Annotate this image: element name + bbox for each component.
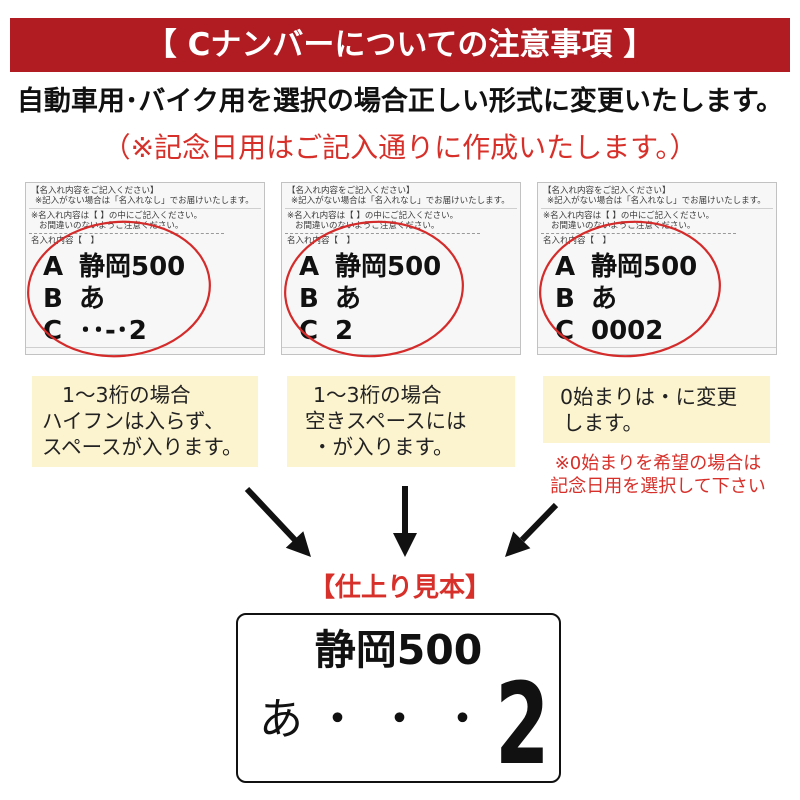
entry-value: 静岡500 [591,252,698,282]
license-plate-sample: 静岡500 あ ・ ・ ・ 2 [236,613,561,783]
intro-note: （※記念日用はご記入通りに作成いたします。） [102,131,698,164]
entry-key: A [43,252,64,282]
form-note: ※記入がない場合は「名入れなし」でお届けいたします。 [291,196,510,206]
note-line: 0始まりは・に変更 [560,385,738,409]
form-example-panel-1: 【名入れ内容をご記入ください】 ※記入がない場合は「名入れなし」でお届けいたしま… [25,182,265,355]
plate-number-dot: ・ [442,696,483,742]
plate-number-dot: ・ [379,696,420,742]
note-line: ハイフンは入らず、 [42,409,225,433]
entry-key: C [299,316,319,346]
form-note: ※名入れ内容は【 】の中にご記入ください。 [31,211,203,221]
entry-value: 静岡500 [335,252,442,282]
arrow-down-left-icon [505,502,559,557]
entry-row-a: A 静岡500 [299,251,441,283]
entry-key: A [555,252,576,282]
note-box-2: 1～3桁の場合 空きスペースには ・が入ります。 [287,376,515,467]
plate-number-dot: ・ [317,696,358,742]
entry-key: B [43,284,63,314]
form-example-panel-3: 【名入れ内容をご記入ください】 ※記入がない場合は「名入れなし」でお届けいたしま… [537,182,777,355]
note-line: ・が入ります。 [312,435,454,459]
form-note: ※記入がない場合は「名入れなし」でお届けいたします。 [547,196,766,206]
entry-value: 静岡500 [79,252,186,282]
form-field-label: 名入れ内容【 】 [543,236,612,246]
form-bottom-edge [282,347,520,348]
arrow-down-right-icon [244,486,311,557]
form-heading: 【名入れ内容をご記入ください】 [543,186,671,196]
intro-line: 自動車用･バイク用を選択の場合正しい形式に変更いたします。 [16,86,784,117]
arrow-head [285,531,311,557]
form-dashed-divider [541,233,736,234]
form-field-label: 名入れ内容【 】 [287,236,356,246]
note-box-3: 0始まりは・に変更 します。 [543,376,770,443]
entry-key: C [555,316,575,346]
warning-line: ※0始まりを希望の場合は [554,453,762,474]
entry-key: B [299,284,319,314]
entry-value: ･･-･2 [79,316,147,346]
arrow-head [505,531,531,557]
form-dashed-divider [285,233,480,234]
arrow-shaft [244,486,298,543]
form-note: ※名入れ内容は【 】の中にご記入ください。 [287,211,459,221]
form-bottom-edge [26,347,264,348]
form-bottom-edge [538,347,776,348]
form-divider [29,208,261,209]
entry-key: A [299,252,320,282]
note-line: 1～3桁の場合 [62,383,191,407]
form-dashed-divider [29,233,224,234]
note-line: 1～3桁の場合 [313,383,442,407]
entry-key: B [555,284,575,314]
form-note: お間違いのないようご注意ください。 [295,221,440,231]
form-divider [541,208,773,209]
warning-line: 記念日用を選択して下さい [550,476,766,497]
form-note: お間違いのないようご注意ください。 [551,221,696,231]
entry-value: あ [591,284,618,314]
arrow-shaft [519,502,559,543]
form-field-label: 名入れ内容【 】 [31,236,100,246]
plate-region: 静岡500 [314,626,483,674]
plate-kana: あ [259,694,303,745]
note-line: します。 [563,411,643,435]
header-banner: 【 Cナンバーについての注意事項 】 [10,18,790,72]
entry-value: 0002 [591,316,664,346]
sample-title: 【仕上り見本】 [308,573,491,603]
form-heading: 【名入れ内容をご記入ください】 [31,186,159,196]
form-divider [285,208,517,209]
note-line: スペースが入ります。 [42,435,243,459]
arrow-down-icon [393,486,417,557]
entry-key: C [43,316,63,346]
note-line: 空きスペースには [305,409,467,433]
form-note: お間違いのないようご注意ください。 [39,221,184,231]
entry-value: あ [79,284,106,314]
entry-row-a: A 静岡500 [43,251,185,283]
entry-value: あ [335,284,362,314]
form-example-panel-2: 【名入れ内容をご記入ください】 ※記入がない場合は「名入れなし」でお届けいたしま… [281,182,521,355]
arrow-head [393,533,417,557]
entry-row-c: C ･･-･2 [43,315,147,347]
note-box-1: 1～3桁の場合 ハイフンは入らず、 スペースが入ります。 [32,376,258,467]
form-note: ※記入がない場合は「名入れなし」でお届けいたします。 [35,196,254,206]
header-title: 【 Cナンバーについての注意事項 】 [145,27,655,63]
form-heading: 【名入れ内容をご記入ください】 [287,186,415,196]
zero-start-warning: ※0始まりを希望の場合は 記念日用を選択して下さい [545,452,771,498]
entry-row-a: A 静岡500 [555,251,697,283]
entry-value: 2 [335,316,354,346]
form-note: ※名入れ内容は【 】の中にご記入ください。 [543,211,715,221]
entry-row-c: C 0002 [555,315,663,347]
plate-number-digit: 2 [495,660,550,790]
